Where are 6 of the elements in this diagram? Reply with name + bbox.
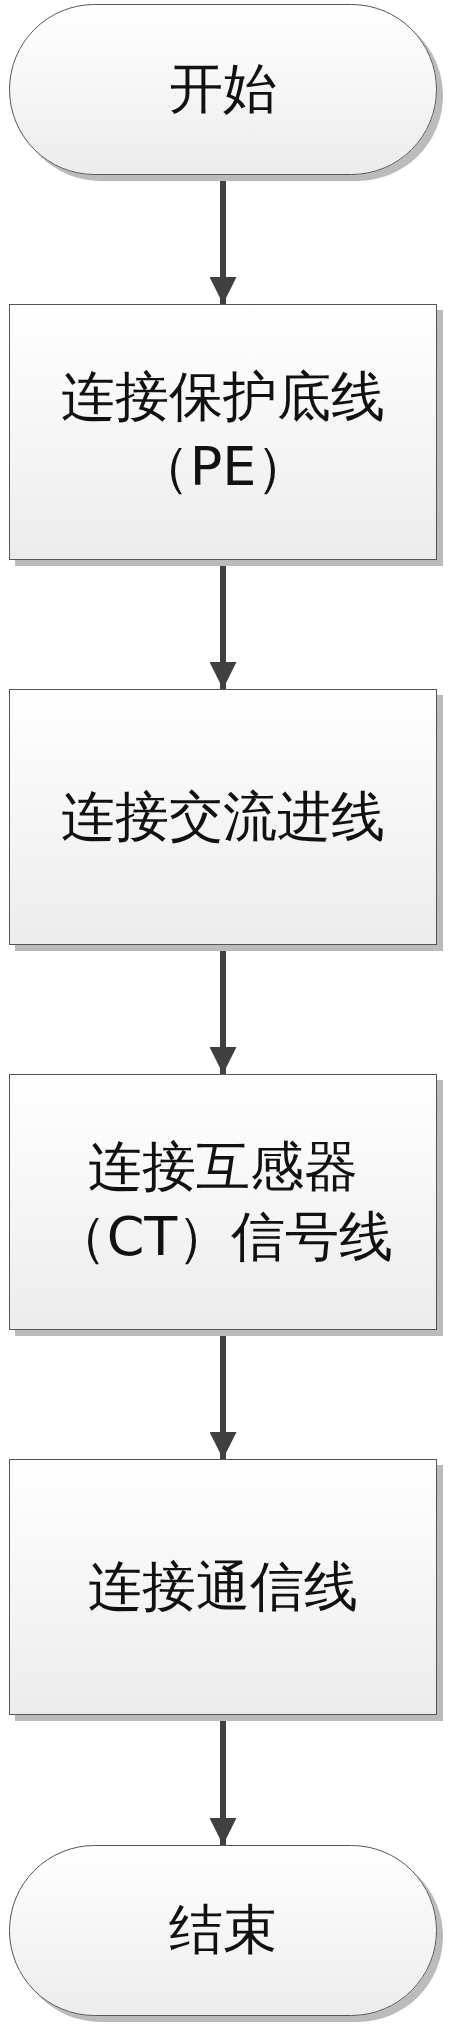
step-label: 连接互感器（CT）信号线	[51, 1133, 395, 1270]
step-label: 连接通信线	[87, 1553, 359, 1620]
step-label: 连接交流进线	[60, 783, 386, 850]
step-label: 结束	[168, 1897, 278, 1964]
step-label: 连接保护底线（PE）	[60, 363, 386, 500]
step-label: 开始	[168, 56, 278, 123]
